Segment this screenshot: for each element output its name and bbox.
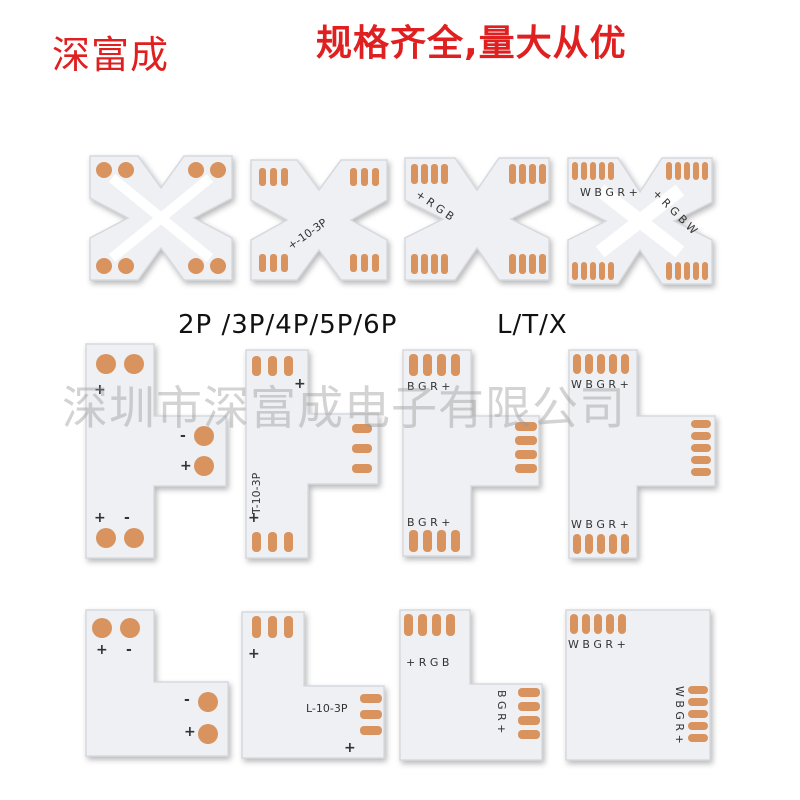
l5p-label-top: W B G R + (568, 638, 626, 651)
t-connector-5p: W B G R + W B G R + (568, 349, 716, 559)
svg-text:-: - (184, 692, 190, 708)
svg-text:+: + (344, 740, 356, 756)
brand-name: 深富成 (52, 33, 170, 77)
svg-text:-: - (180, 428, 186, 444)
t-connector-4p: B G R + B G R + (402, 349, 540, 557)
t3p-label: T-10-3P (250, 472, 263, 515)
svg-text:-: - (124, 510, 130, 526)
t-connector-2p: + + - - + (85, 343, 227, 559)
svg-text:+: + (184, 724, 196, 740)
l4p-label-bgr: B G R + (495, 690, 508, 733)
svg-text:+: + (94, 382, 106, 398)
slogan: 规格齐全,量大从优 (316, 23, 627, 64)
shape-caption: L/T/X (497, 310, 568, 340)
svg-text:+: + (96, 642, 108, 658)
l-connector-5p: W B G R + W B G R + (565, 609, 711, 761)
svg-text:+: + (248, 646, 260, 662)
x5p-label-wbgr: W B G R + (580, 186, 638, 199)
l-connector-4p: + R G B B G R + (399, 609, 543, 761)
l4p-label-rgb: + R G B (406, 656, 449, 669)
svg-text:+: + (94, 510, 106, 526)
svg-text:+: + (294, 376, 306, 392)
t-connector-3p: T-10-3P + + (245, 349, 379, 559)
l-connector-2p: + - - + (85, 609, 229, 757)
x-connector-4p: + R G B (404, 157, 550, 281)
x-connector-2p (89, 155, 233, 281)
x-connector-3p: +-10-3P (250, 159, 388, 281)
svg-text:+: + (248, 510, 260, 526)
t5p-label-bottom: W B G R + (571, 518, 629, 531)
svg-text:-: - (126, 642, 132, 658)
t4p-label-top: B G R + (407, 380, 450, 393)
pin-count-caption: 2P /3P/4P/5P/6P (178, 310, 398, 340)
t4p-label-bottom: B G R + (407, 516, 450, 529)
l3p-label: L-10-3P (306, 702, 348, 715)
l5p-label-side: W B G R + (673, 686, 686, 744)
t5p-label-top: W B G R + (571, 378, 629, 391)
l-connector-3p: L-10-3P + + (241, 611, 385, 759)
x-connector-5p: W B G R + + R G B W (567, 157, 713, 285)
svg-text:+: + (180, 458, 192, 474)
